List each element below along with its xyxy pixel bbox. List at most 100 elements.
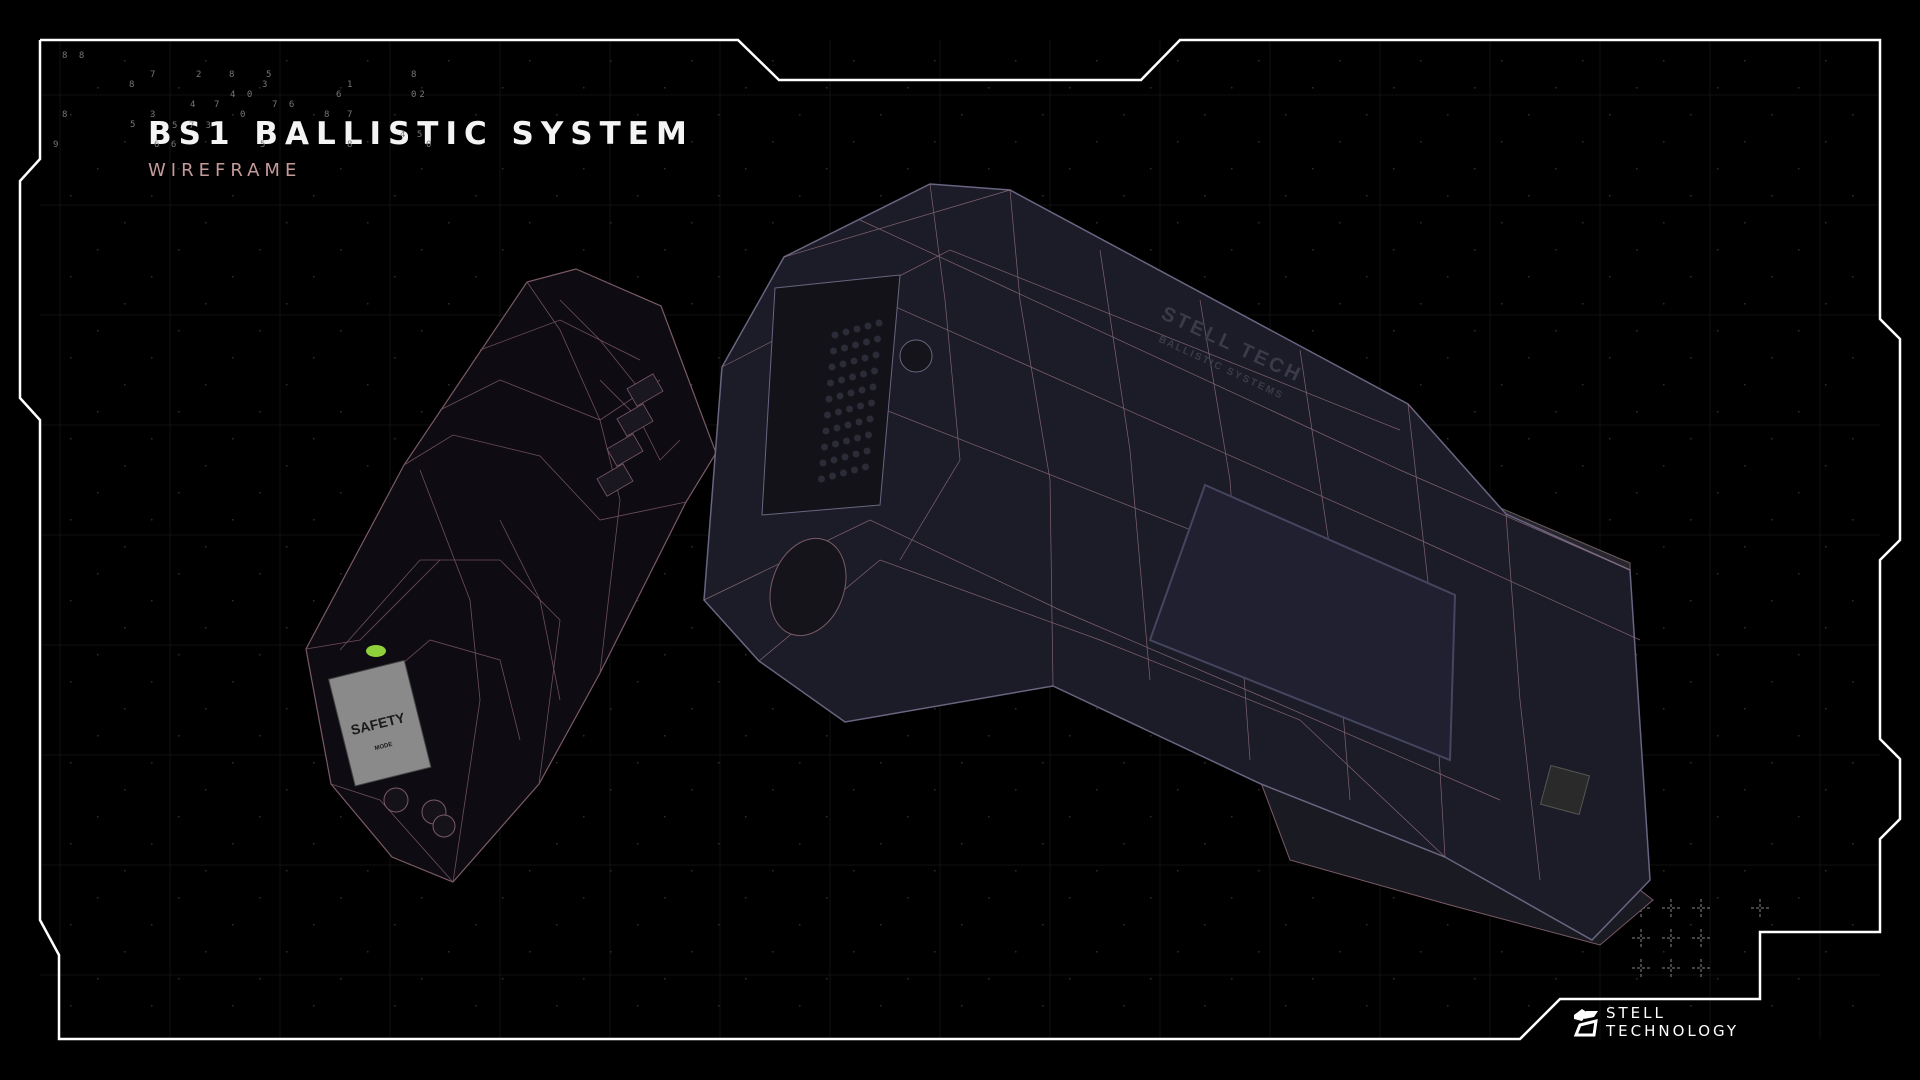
grid-dot	[556, 1005, 558, 1007]
grid-dot	[664, 87, 666, 89]
vent-hole	[830, 347, 837, 355]
grid-dot	[664, 735, 666, 737]
grid-dot	[664, 168, 666, 170]
grid-dot	[1393, 87, 1395, 89]
grid-dot	[1852, 195, 1854, 197]
vent-hole	[869, 383, 877, 391]
grid-dot	[97, 87, 99, 89]
grid-dot	[1150, 897, 1152, 899]
vent-hole	[835, 408, 842, 416]
grid-dot	[502, 978, 504, 980]
grid-dot	[1825, 546, 1827, 548]
grid-dot	[151, 114, 153, 116]
grid-dot	[1501, 384, 1503, 386]
grid-dot	[340, 411, 342, 413]
hud-digit: 7 6	[272, 100, 298, 110]
grid-dot	[205, 627, 207, 629]
grid-dot	[826, 816, 828, 818]
crosshair-markers	[1632, 899, 1769, 977]
grid-dot	[529, 60, 531, 62]
grid-dot	[1447, 924, 1449, 926]
grid-dot	[745, 735, 747, 737]
grid-dot	[1636, 411, 1638, 413]
grid-dot	[1285, 114, 1287, 116]
grid-dot	[1663, 465, 1665, 467]
hud-digit: 02	[411, 90, 428, 100]
grid-dot	[1798, 816, 1800, 818]
grid-dot	[178, 816, 180, 818]
grid-dot	[1474, 168, 1476, 170]
grid-dot	[691, 546, 693, 548]
grid-dot	[1798, 330, 1800, 332]
grid-dot	[1663, 708, 1665, 710]
crosshair-icon	[1751, 899, 1769, 917]
grid-dot	[1042, 1005, 1044, 1007]
muzzle-port	[769, 537, 847, 637]
grid-dot	[1150, 735, 1152, 737]
grid-dot	[1258, 60, 1260, 62]
grid-dot	[907, 978, 909, 980]
grid-dot	[340, 492, 342, 494]
grid-dot	[1096, 222, 1098, 224]
vent-hole	[836, 392, 844, 400]
grid-dot	[1744, 708, 1746, 710]
vent-hole	[861, 354, 869, 362]
grid-dot	[583, 168, 585, 170]
grid-dot	[232, 519, 234, 521]
grid-dot	[1312, 249, 1314, 251]
grid-dot	[1204, 1005, 1206, 1007]
grid-dot	[1123, 843, 1125, 845]
grid-dot	[826, 897, 828, 899]
grid-dot	[1204, 762, 1206, 764]
grid-dot	[367, 60, 369, 62]
grid-dot	[1366, 357, 1368, 359]
grid-dot	[1690, 357, 1692, 359]
grid-dot	[313, 1005, 315, 1007]
grid-dot	[1771, 1005, 1773, 1007]
grid-dot	[1231, 87, 1233, 89]
vent-hole	[847, 389, 855, 397]
grid-dot	[286, 789, 288, 791]
grid-dot	[340, 330, 342, 332]
hud-digit: 5 7 3	[172, 121, 215, 131]
grid-dot	[1015, 951, 1017, 953]
crosshair-icon	[1692, 929, 1710, 947]
safety-display: SAFETY MODE	[328, 659, 432, 787]
grid-dot	[205, 141, 207, 143]
grid-dot	[313, 924, 315, 926]
grid-dot	[1339, 303, 1341, 305]
grid-dot	[907, 897, 909, 899]
grid-dot	[1096, 870, 1098, 872]
grid-dot	[637, 762, 639, 764]
grid-dot	[70, 600, 72, 602]
grid-dot	[1339, 60, 1341, 62]
grid-dot	[259, 978, 261, 980]
grid-dot	[178, 249, 180, 251]
grid-dot	[1447, 114, 1449, 116]
grid-dot	[745, 816, 747, 818]
grid-dot	[1420, 222, 1422, 224]
hud-digit: 7	[150, 70, 159, 80]
grid-dot	[1474, 978, 1476, 980]
grid-dot	[772, 222, 774, 224]
grid-dot	[1447, 1005, 1449, 1007]
grid-dot	[97, 654, 99, 656]
grid-dot	[151, 438, 153, 440]
vent-hole	[866, 415, 874, 423]
vent-hole	[863, 447, 871, 455]
grid-dot	[1690, 681, 1692, 683]
grid-dot	[151, 276, 153, 278]
grid-dot	[1744, 627, 1746, 629]
grid-dot	[556, 924, 558, 926]
hud-digit: 5	[266, 70, 275, 80]
vent-hole	[849, 373, 856, 381]
grid-dot	[1663, 141, 1665, 143]
grid-dot	[772, 708, 774, 710]
grid-dot	[826, 735, 828, 737]
grid-dot	[394, 276, 396, 278]
grid-dot	[691, 60, 693, 62]
grid-dot	[1015, 708, 1017, 710]
grid-dot	[313, 843, 315, 845]
grid-dot	[961, 114, 963, 116]
grid-dot	[178, 735, 180, 737]
